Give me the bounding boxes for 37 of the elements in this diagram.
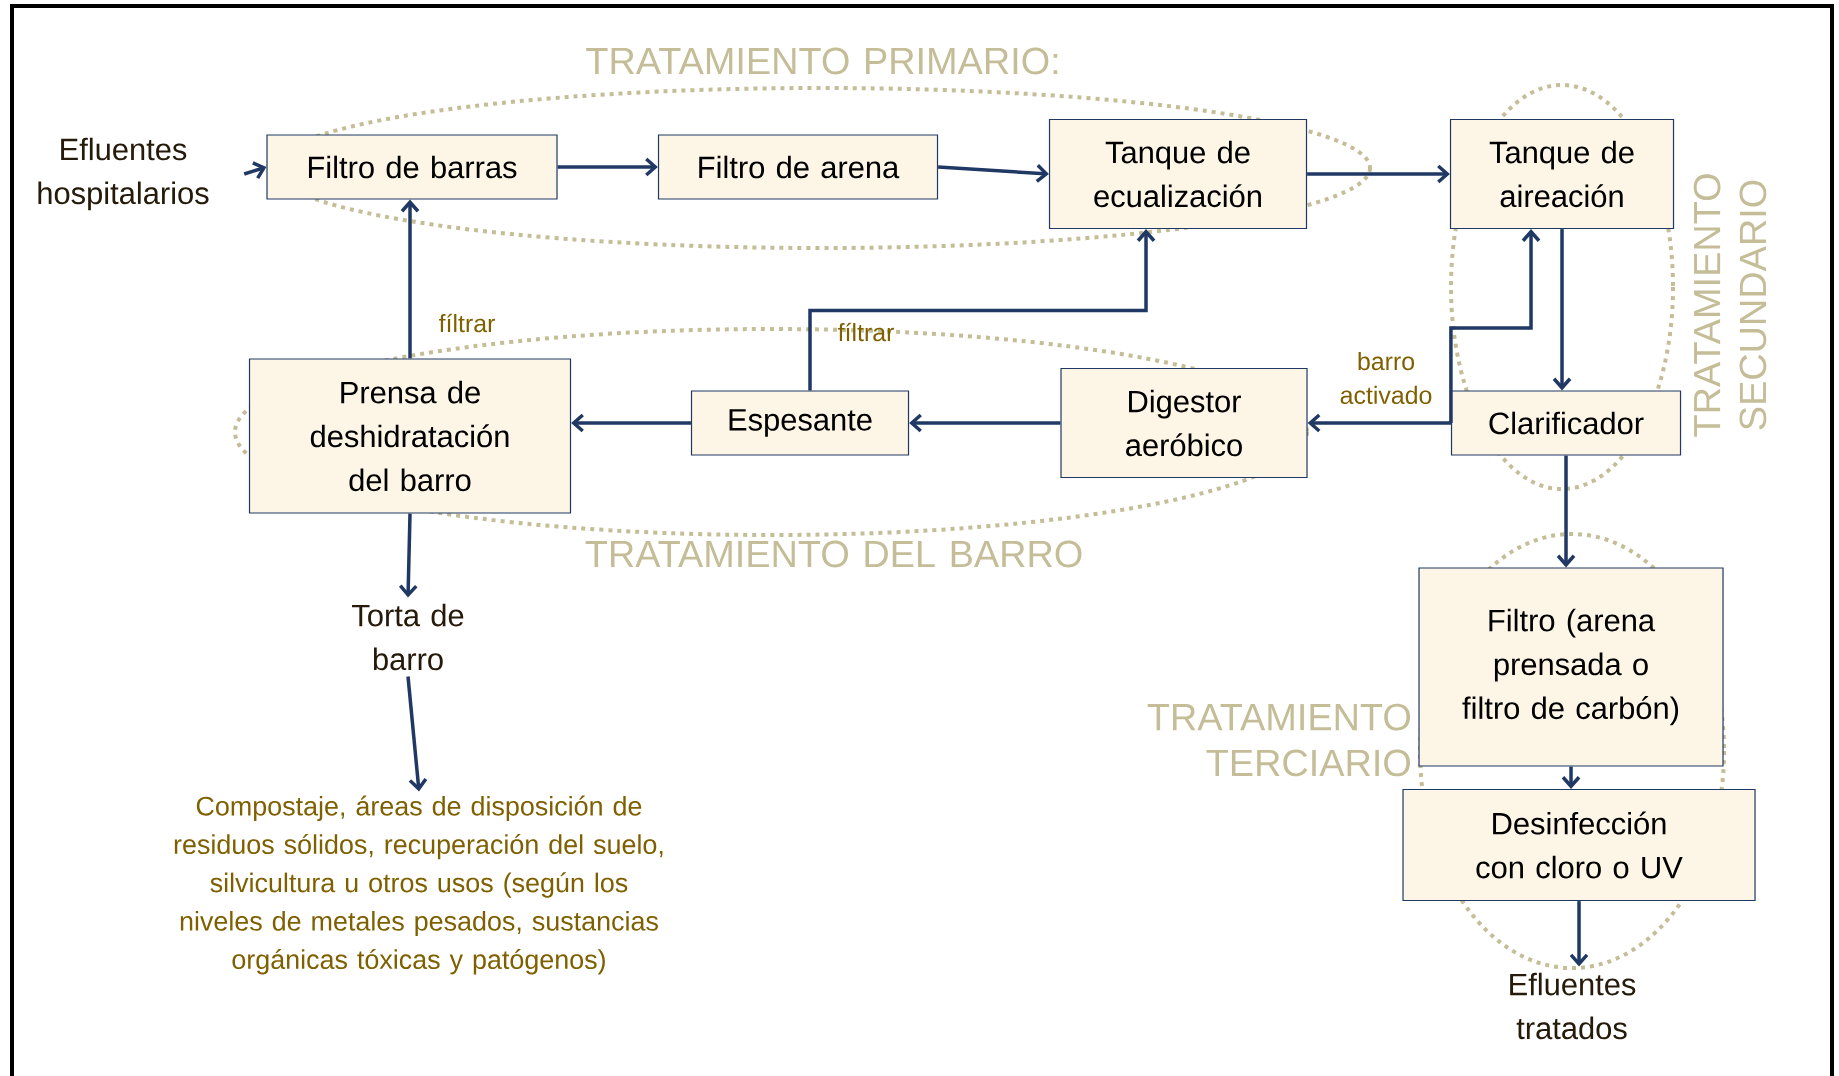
flow-text: Efluentes hospitalarios <box>38 137 209 211</box>
arrow <box>1569 901 1589 967</box>
note-text: Compostaje, áreas de disposición de residuos sólidos, recuperación del suelo, silvicultura u otros usos (según los niveles de metales pesados, sustancias orgánicas tóxicas y patógenos) <box>174 795 663 975</box>
arrow <box>808 229 1156 391</box>
group-label: TRATAMIENTO SECUNDARIO <box>1693 174 1767 437</box>
arrow <box>1307 413 1451 433</box>
arrow <box>938 164 1049 183</box>
arrow <box>406 676 428 792</box>
arrow <box>400 199 420 359</box>
process-box: Tanque de ecualización <box>1048 118 1308 230</box>
arrow <box>909 413 1061 433</box>
process-box: Prensa de deshidratación del barro <box>248 358 572 514</box>
group-label: TRATAMIENTO DEL BARRO <box>585 540 1082 568</box>
edge-label: barro activado <box>1340 351 1432 405</box>
process-box: Clarificador <box>1450 390 1682 456</box>
group-label: TRATAMIENTO PRIMARIO: <box>586 47 1058 75</box>
arrow <box>1556 455 1576 568</box>
arrow <box>1561 766 1581 789</box>
process-box: Filtro de arena <box>657 134 939 200</box>
arrow <box>243 161 267 180</box>
arrow <box>571 413 691 433</box>
flow-text: Torta de barro <box>352 603 464 671</box>
arrow <box>1307 164 1450 184</box>
arrow <box>1449 229 1541 423</box>
process-box: Desinfección con cloro o UV <box>1402 788 1756 902</box>
process-box: Espesante <box>690 390 910 456</box>
arrow <box>398 513 418 598</box>
arrow <box>1552 229 1572 391</box>
arrow <box>557 157 658 177</box>
process-box: Filtro de barras <box>266 134 558 200</box>
edge-label: fíltrar <box>439 313 495 333</box>
process-box: Digestor aeróbico <box>1060 367 1308 479</box>
process-box: Tanque de aireación <box>1449 118 1675 230</box>
flow-text: Efluentes tratados <box>1510 972 1636 1040</box>
group-label: TRATAMIENTO TERCIARIO <box>1147 703 1411 777</box>
process-box: Filtro (arena prensada o filtro de carbón) <box>1418 567 1724 767</box>
edge-label: fíltrar <box>838 322 894 342</box>
